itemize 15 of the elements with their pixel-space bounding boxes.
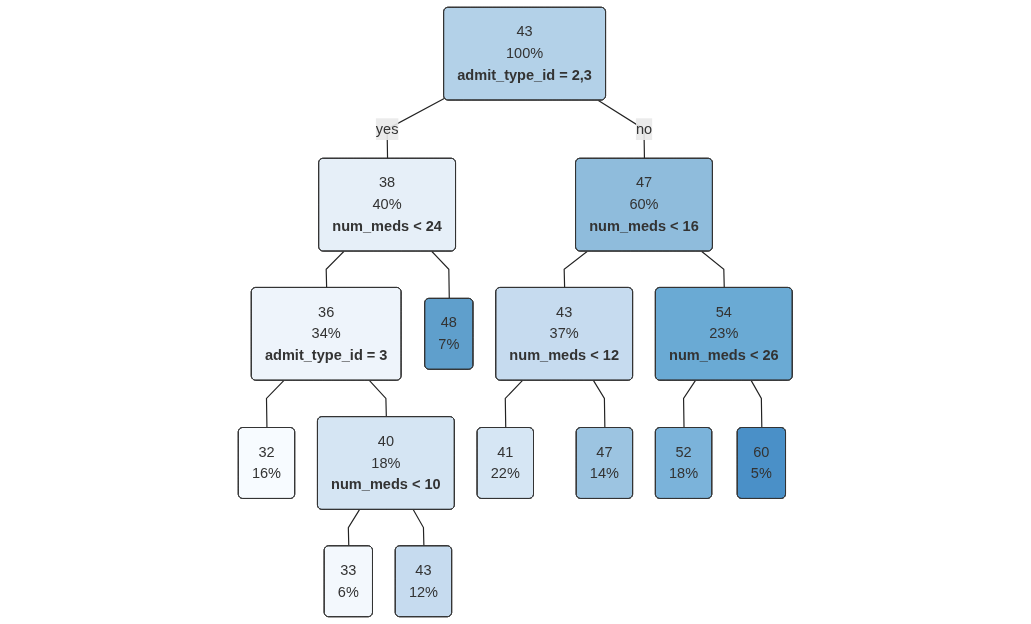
connector <box>750 380 763 429</box>
connector <box>412 509 425 547</box>
connector <box>701 250 726 289</box>
connector <box>683 380 697 429</box>
connector <box>325 250 345 289</box>
connector <box>369 380 388 418</box>
connector <box>593 380 606 429</box>
connector <box>347 509 361 547</box>
edge-label: no <box>636 120 653 137</box>
edge-label: yes <box>376 120 399 137</box>
connector <box>431 250 451 300</box>
connector <box>598 99 646 160</box>
connector <box>504 380 524 429</box>
connector <box>266 380 285 429</box>
connector <box>563 250 588 289</box>
